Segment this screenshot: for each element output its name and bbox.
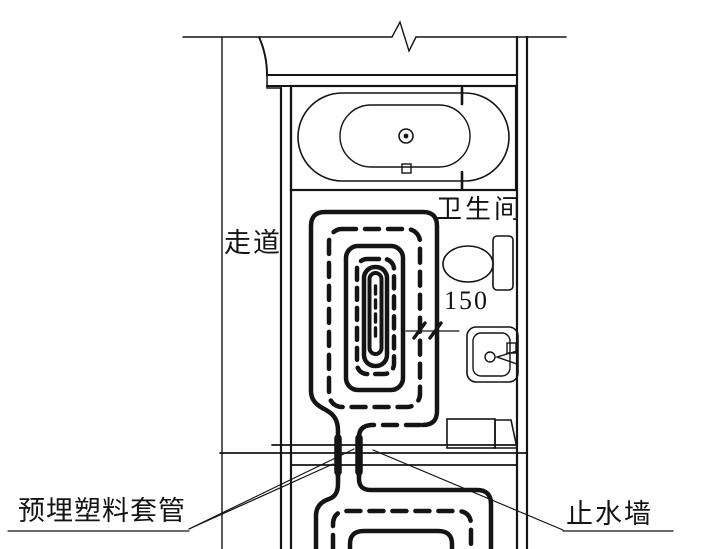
bathroom-label: 卫生间 bbox=[436, 195, 524, 224]
coil-supply-ring-3 bbox=[361, 264, 390, 369]
dimension-150 bbox=[405, 321, 460, 340]
lower-coil-left bbox=[313, 467, 341, 549]
tub-overflow-icon bbox=[401, 163, 412, 174]
heating-coil-lower bbox=[313, 467, 494, 549]
bathtub bbox=[289, 84, 518, 192]
basin-bowl bbox=[472, 332, 511, 377]
toilet-bowl bbox=[442, 245, 494, 283]
coil-return-ring-2 bbox=[354, 256, 397, 377]
lower-coil-inner-ring bbox=[347, 528, 455, 549]
wall-curve bbox=[258, 36, 268, 76]
heating-coil-upper bbox=[308, 209, 440, 480]
water-stop-wall-label: 止水墙 bbox=[566, 499, 653, 529]
coil-center-hairpin bbox=[367, 271, 384, 356]
wash-basin bbox=[466, 326, 519, 383]
tub-drain-icon bbox=[398, 128, 414, 144]
break-symbol-icon bbox=[391, 20, 417, 53]
sleeve-leader-2 bbox=[188, 448, 355, 530]
leader-lines bbox=[7, 448, 674, 532]
break-line bbox=[182, 20, 567, 53]
dimension-tick-2 bbox=[428, 321, 443, 340]
sleeve-marks bbox=[334, 434, 363, 476]
corridor-label: 走道 bbox=[224, 228, 282, 258]
floor-pad bbox=[446, 418, 518, 449]
tub-platform bbox=[289, 84, 518, 192]
coil-supply-outer bbox=[308, 209, 440, 480]
pad-rect bbox=[446, 418, 496, 449]
water-stop-leader bbox=[372, 449, 564, 531]
pipe-spacing-dimension-label: 150 bbox=[444, 286, 489, 315]
sleeve-leader-1 bbox=[188, 463, 334, 530]
basin-counter bbox=[466, 326, 519, 383]
basin-faucet-icon bbox=[494, 350, 518, 365]
coil-supply-ring-2 bbox=[343, 243, 406, 393]
tub-basin bbox=[339, 104, 471, 168]
dimension-tick-1 bbox=[412, 321, 427, 340]
basin-drain-icon bbox=[484, 351, 496, 363]
lower-coil-dashed-ring bbox=[330, 508, 474, 549]
embedded-sleeve-label: 预埋塑料套管 bbox=[18, 496, 186, 526]
lower-coil-outer bbox=[356, 467, 494, 549]
toilet-tank bbox=[492, 235, 514, 291]
tub-rim bbox=[297, 92, 510, 182]
toilet bbox=[442, 235, 514, 291]
pad-wedge bbox=[494, 419, 518, 449]
coil-return-ring-1 bbox=[326, 226, 423, 410]
